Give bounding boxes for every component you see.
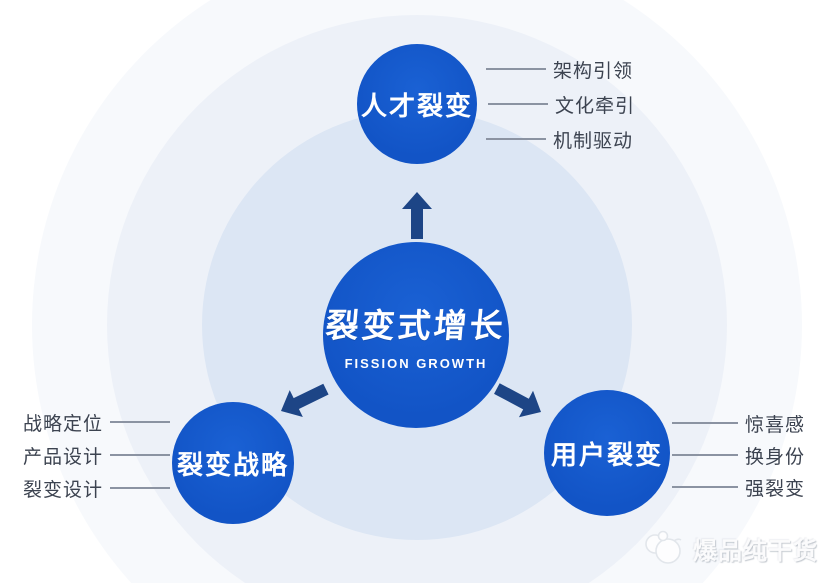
- watermark: 爆品纯干货: [641, 527, 818, 569]
- node-user-fission: 用户裂变: [544, 390, 670, 516]
- connector-line: [672, 422, 738, 424]
- node-fission-strategy: 裂变战略: [172, 402, 294, 524]
- user-item-2: 换身份: [745, 446, 806, 468]
- node-user-label: 用户裂变: [550, 439, 663, 470]
- center-subtitle: FISSION GROWTH: [344, 356, 488, 371]
- connector-line: [488, 103, 548, 105]
- node-talent-fission: 人才裂变: [357, 44, 477, 164]
- connector-line: [110, 487, 170, 489]
- strategy-item-row: 战略定位: [22, 410, 170, 435]
- strategy-item-row: 产品设计: [22, 443, 170, 468]
- talent-item-row: 文化牵引: [488, 92, 636, 117]
- connector-line: [672, 486, 738, 488]
- user-item-row: 换身份: [672, 443, 806, 468]
- strategy-item-row: 裂变设计: [22, 476, 170, 501]
- connector-line: [110, 421, 170, 423]
- connector-line: [486, 68, 546, 70]
- center-title: 裂变式增长: [324, 307, 508, 344]
- node-talent-label: 人才裂变: [360, 90, 473, 121]
- strategy-item-3: 裂变设计: [22, 479, 103, 501]
- user-item-1: 惊喜感: [745, 414, 806, 436]
- connector-line: [110, 454, 170, 456]
- user-item-row: 惊喜感: [672, 411, 806, 436]
- connector-line: [672, 454, 738, 456]
- strategy-item-2: 产品设计: [22, 446, 103, 468]
- talent-item-1: 架构引领: [553, 60, 634, 82]
- connector-line: [486, 138, 546, 140]
- watermark-mascot-icon: [645, 530, 682, 564]
- user-item-row: 强裂变: [672, 475, 806, 500]
- talent-item-3: 机制驱动: [553, 130, 634, 152]
- talent-item-2: 文化牵引: [555, 95, 636, 117]
- center-node: 裂变式增长 FISSION GROWTH: [323, 242, 509, 428]
- talent-item-row: 架构引领: [486, 57, 634, 82]
- user-item-3: 强裂变: [745, 478, 806, 500]
- talent-item-row: 机制驱动: [486, 127, 634, 152]
- node-strategy-label: 裂变战略: [176, 449, 289, 480]
- strategy-item-1: 战略定位: [22, 413, 103, 435]
- watermark-text: 爆品纯干货: [693, 537, 818, 565]
